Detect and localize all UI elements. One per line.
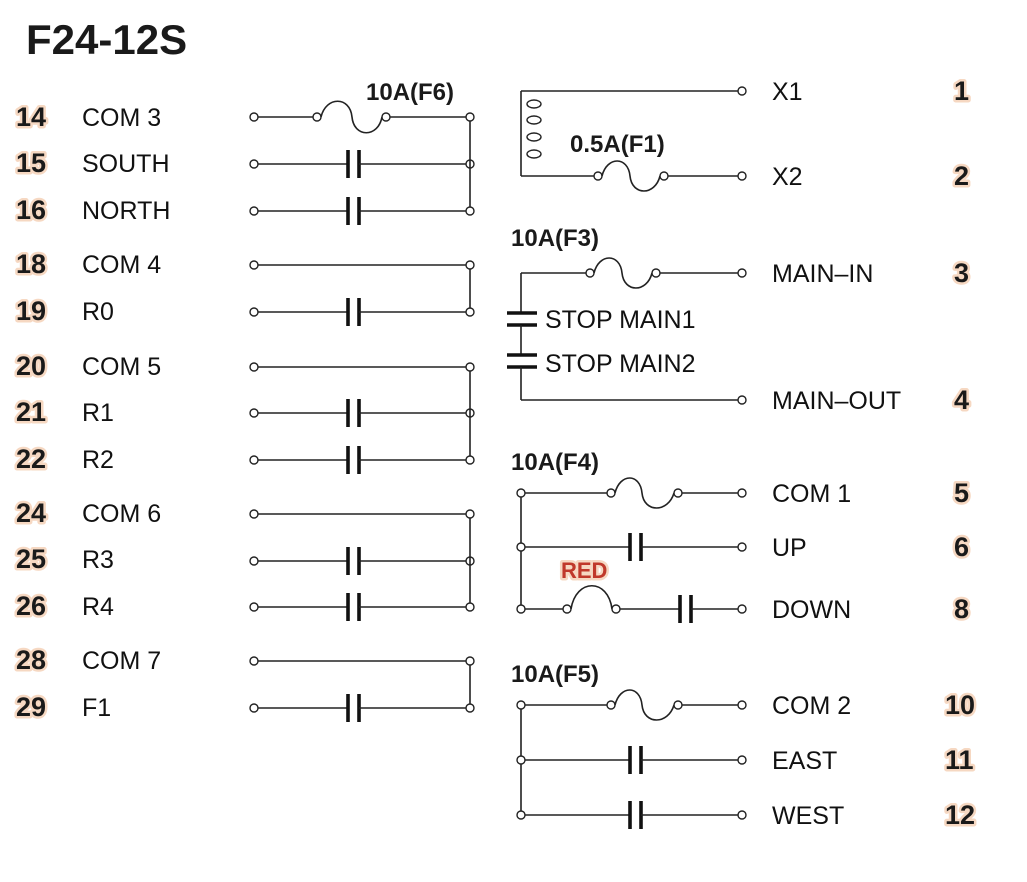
terminal-label: COM 1 xyxy=(772,480,851,508)
terminal-label: SOUTH xyxy=(82,150,170,178)
terminal-label: R2 xyxy=(82,446,114,474)
terminal-label: COM 3 xyxy=(82,104,161,132)
terminal-number: 4 xyxy=(954,385,969,415)
terminal-label: COM 6 xyxy=(82,500,161,528)
group-com5 xyxy=(249,362,475,474)
terminal-number: 15 xyxy=(16,148,46,178)
fuse-label-f5: 10A(F5) xyxy=(511,661,599,688)
terminal-label: DOWN xyxy=(772,596,851,624)
terminal-number: 28 xyxy=(16,645,46,675)
fuse-label-f6: 10A(F6) xyxy=(366,79,454,106)
com2-circuit xyxy=(516,689,747,829)
terminal-number: 16 xyxy=(16,195,46,225)
terminal-label: UP xyxy=(772,534,807,562)
terminal-number: 19 xyxy=(16,296,46,326)
terminal-number: 20 xyxy=(16,351,46,381)
terminal-number: 11 xyxy=(945,745,974,775)
group-com7 xyxy=(249,656,475,722)
terminal-number: 22 xyxy=(16,444,46,474)
diagram-title: F24-12S xyxy=(26,16,187,63)
terminal-label: COM 4 xyxy=(82,251,161,279)
fuse-f6-symbol xyxy=(249,100,475,134)
terminal-label: F1 xyxy=(82,694,111,722)
right-terminal-list: X1 1 X2 2 MAIN–IN 3 MAIN–OUT 4 COM 1 5 U… xyxy=(772,74,978,833)
terminal-label: MAIN–IN xyxy=(772,260,873,288)
terminal-number: 24 xyxy=(16,498,46,528)
terminal-label: R0 xyxy=(82,298,114,326)
stop-main2-label: STOP MAIN2 xyxy=(545,350,696,378)
main-circuit xyxy=(507,257,747,405)
terminal-label: R4 xyxy=(82,593,114,621)
terminal-number: 29 xyxy=(16,692,46,722)
terminal-number: 12 xyxy=(945,800,975,830)
terminal-number: 8 xyxy=(954,594,969,624)
terminal-label: X1 xyxy=(772,78,803,106)
terminal-label: R3 xyxy=(82,546,114,574)
terminal-number: 5 xyxy=(954,478,969,508)
terminal-label: COM 5 xyxy=(82,353,161,381)
left-terminal-list: 14 COM 3 15 SOUTH 16 NORTH 18 COM 4 19 R… xyxy=(14,100,171,725)
fuse-label-f4: 10A(F4) xyxy=(511,449,599,476)
terminal-label: R1 xyxy=(82,399,114,427)
red-link-label: RED xyxy=(561,558,607,583)
fuse-label-f1: 0.5A(F1) xyxy=(570,131,665,158)
terminal-number: 3 xyxy=(954,258,969,288)
right-wiring: 0.5A(F1) 10A(F3) STOP MAIN1 STOP MAIN2 1… xyxy=(507,86,747,829)
contact-north xyxy=(249,197,475,225)
terminal-label: MAIN–OUT xyxy=(772,387,901,415)
left-wiring: 10A(F6) xyxy=(249,79,475,722)
group-com4 xyxy=(249,260,475,326)
terminal-number: 2 xyxy=(954,161,969,191)
terminal-label: COM 2 xyxy=(772,692,851,720)
fuse-label-f3: 10A(F3) xyxy=(511,225,599,252)
terminal-label: COM 7 xyxy=(82,647,161,675)
terminal-label: X2 xyxy=(772,163,803,191)
terminal-number: 26 xyxy=(16,591,46,621)
terminal-number: 10 xyxy=(945,690,975,720)
terminal-label: EAST xyxy=(772,747,837,775)
com1-circuit xyxy=(516,477,747,623)
terminal-number: 21 xyxy=(16,397,46,427)
terminal-number: 6 xyxy=(954,532,969,562)
terminal-number: 14 xyxy=(16,102,46,132)
stop-main1-label: STOP MAIN1 xyxy=(545,306,696,334)
contact-south xyxy=(249,150,475,178)
terminal-label: WEST xyxy=(772,802,844,830)
terminal-number: 18 xyxy=(16,249,46,279)
terminal-number: 1 xyxy=(954,76,969,106)
terminal-number: 25 xyxy=(16,544,46,574)
transformer-coil xyxy=(520,86,747,192)
terminal-label: NORTH xyxy=(82,197,170,225)
group-com6 xyxy=(249,509,475,621)
